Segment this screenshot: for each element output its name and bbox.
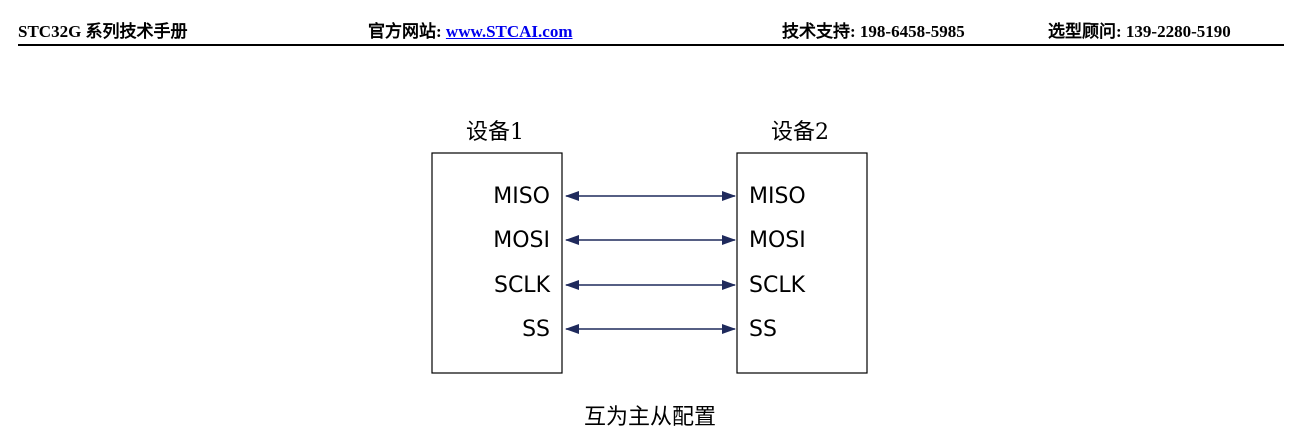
signal-row-mosi: MOSI MOSI — [493, 228, 806, 253]
device1-label: 设备1 — [466, 120, 524, 145]
tech-support: 技术支持: 198-6458-5985 — [782, 22, 965, 41]
device2-box — [736, 152, 868, 374]
signal-row-miso: MISO MISO — [493, 184, 806, 209]
device2-label: 设备2 — [771, 120, 829, 145]
device1-pin-ss: SS — [522, 317, 550, 342]
device1-box — [431, 152, 563, 374]
selection-consultant: 选型顾问: 139-2280-5190 — [1048, 22, 1231, 41]
page-header: STC32G 系列技术手册 官方网站: www.STCAI.com 技术支持: … — [18, 14, 1284, 46]
signal-row-ss: SS SS — [522, 317, 777, 342]
device2-pin-ss: SS — [749, 317, 777, 342]
device2-pin-miso: MISO — [749, 184, 806, 209]
official-site-link[interactable]: www.STCAI.com — [445, 22, 573, 41]
device2-pin-mosi: MOSI — [749, 228, 806, 253]
device2-pin-sclk: SCLK — [749, 273, 806, 298]
diagram-caption: 互为主从配置 — [584, 405, 716, 430]
official-site: 官方网站: www.STCAI.com — [368, 17, 572, 42]
device1-pin-miso: MISO — [493, 184, 550, 209]
doc-title: STC32G 系列技术手册 — [18, 22, 188, 41]
official-site-label: 官方网站: — [368, 22, 446, 41]
device1-pin-sclk: SCLK — [494, 273, 551, 298]
device1-pin-mosi: MOSI — [493, 228, 550, 253]
signal-row-sclk: SCLK SCLK — [494, 273, 806, 298]
